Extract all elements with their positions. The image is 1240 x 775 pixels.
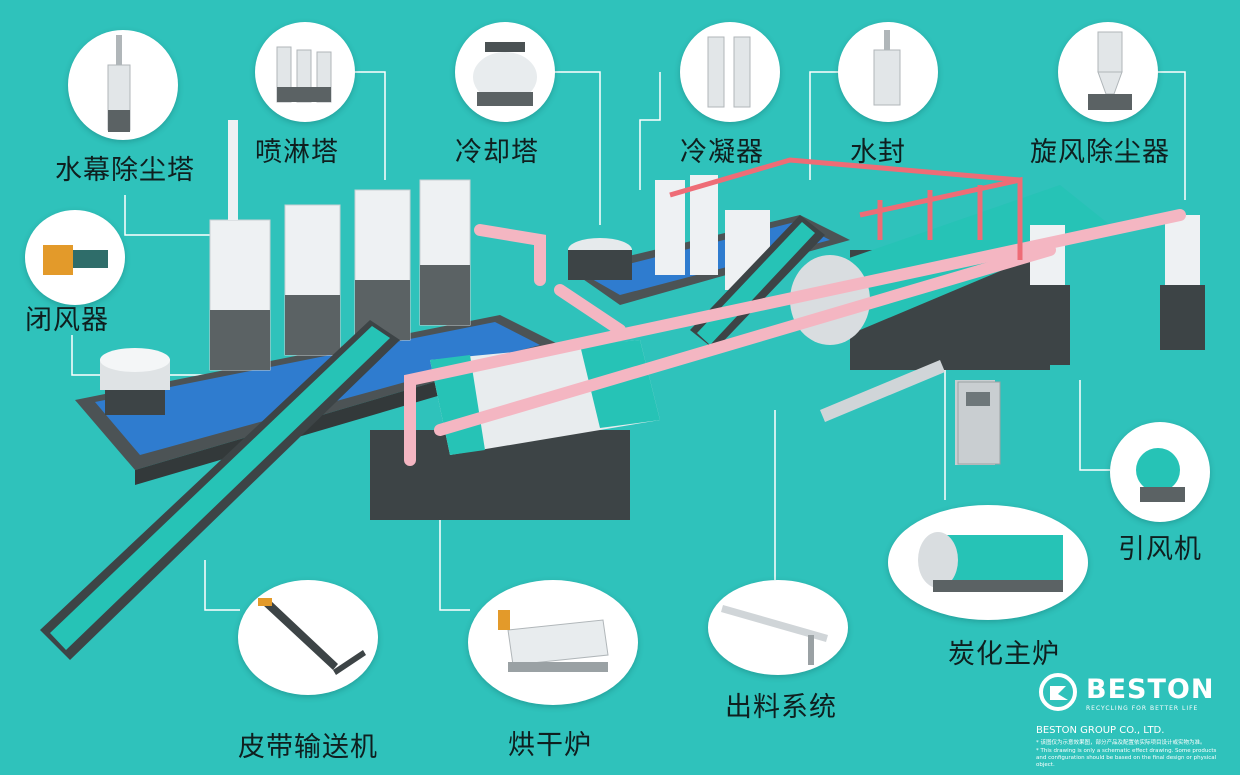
label-discharge-system: 出料系统 xyxy=(725,692,837,723)
airlock-image xyxy=(25,210,125,305)
induced-draft-fan-image xyxy=(1110,422,1210,522)
cooling-tower-left xyxy=(100,348,170,415)
dryer-image xyxy=(468,580,638,705)
label-dryer: 烘干炉 xyxy=(508,730,592,761)
label-spray-tower: 喷淋塔 xyxy=(255,137,339,168)
belt-conveyor-image xyxy=(238,580,378,695)
disclaimer-cn: * 该图仅为示意效果图，部分产品及配置依实际项目设计或实物为准。 xyxy=(1036,740,1206,746)
label-cyclone-dust-collector: 旋风除尘器 xyxy=(1030,137,1170,168)
discharge-screw xyxy=(820,360,945,422)
brand-wordmark: BESTON xyxy=(1086,674,1215,705)
beston-logo-mark xyxy=(1039,673,1077,711)
pipes xyxy=(404,209,1186,466)
condenser-image xyxy=(680,22,780,122)
beston-logo: BESTON RECYCLING FOR BETTER LIFE BESTON … xyxy=(1036,672,1226,772)
company-name: BESTON GROUP CO., LTD. xyxy=(1036,725,1165,736)
label-condenser: 冷凝器 xyxy=(680,137,764,168)
water-seal-image xyxy=(838,22,938,122)
spray-towers xyxy=(209,120,471,371)
label-airlock: 闭风器 xyxy=(25,305,109,336)
disclaimer-en: * This drawing is only a schematic effec… xyxy=(1036,748,1217,768)
label-water-seal: 水封 xyxy=(850,137,906,168)
label-belt-conveyor: 皮带输送机 xyxy=(238,732,378,763)
brand-tagline: RECYCLING FOR BETTER LIFE xyxy=(1086,705,1199,712)
cyclone-dust-collector-image xyxy=(1058,22,1158,122)
water-curtain-tower-image xyxy=(68,30,178,140)
discharge-system-image xyxy=(708,580,848,675)
label-cooling-tower: 冷却塔 xyxy=(455,137,539,168)
carbonization-furnace-image xyxy=(888,505,1088,620)
label-carbonization-furnace: 炭化主炉 xyxy=(948,639,1060,670)
label-water-curtain-tower: 水幕除尘塔 xyxy=(55,155,195,186)
label-induced-draft-fan: 引风机 xyxy=(1118,534,1202,565)
cooling-tower-image xyxy=(455,22,555,122)
cyclones xyxy=(1025,215,1205,365)
spray-tower-image xyxy=(255,22,355,122)
red-pipes xyxy=(669,157,1023,260)
control-cabinet xyxy=(957,381,1001,465)
